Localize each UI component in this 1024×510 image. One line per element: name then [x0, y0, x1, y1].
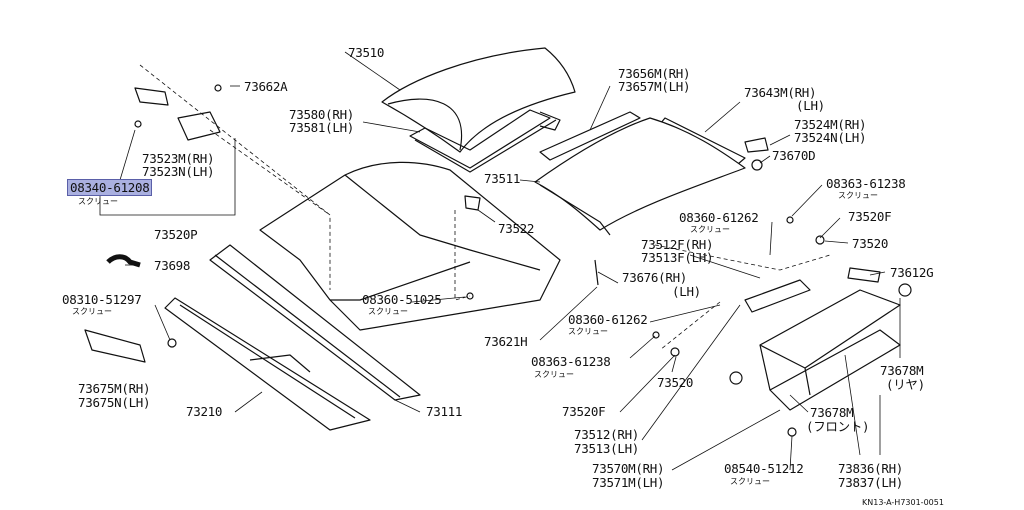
block-73520p: [177, 111, 221, 141]
label-73670d: 73670D: [772, 148, 816, 163]
label-73643m-lh: (LH): [796, 98, 825, 113]
label-73678m-front: 73678M: [810, 405, 854, 420]
roof-frame-73111: [209, 161, 561, 401]
label-08310-sub: スクリュー: [72, 307, 112, 316]
label-73837: 73837(LH): [838, 475, 904, 490]
label-73621h: 73621H: [484, 334, 528, 349]
label-73678m-rear: 73678M: [880, 363, 924, 378]
label-08363-b-sub: スクリュー: [534, 370, 574, 379]
label-73678m-front-sub: (フロント): [806, 419, 870, 434]
label-73520-mid: 73520: [657, 375, 694, 390]
label-08340-sub: スクリュー: [78, 197, 118, 206]
label-73676-rh: 73676(RH): [622, 270, 688, 285]
label-73522: 73522: [498, 221, 535, 236]
highlight-box: 08340-61208: [66, 179, 153, 196]
label-73675n: 73675N(LH): [78, 395, 151, 410]
label-08360-b-sub: スクリュー: [690, 225, 730, 234]
label-08363-a: 08363-61238: [826, 176, 906, 191]
label-08340-highlighted[interactable]: 08340-61208: [66, 179, 153, 196]
label-08540-sub: スクリュー: [730, 477, 770, 486]
label-73571m: 73571M(LH): [592, 475, 665, 490]
label-73512: 73512(RH): [574, 427, 640, 442]
label-73511: 73511: [484, 171, 521, 186]
label-08360-c: 08360-61262: [568, 312, 648, 327]
label-73675m: 73675M(RH): [78, 381, 151, 396]
label-08360-a: 08360-51025: [362, 292, 442, 307]
roof-panel-73510: [381, 47, 576, 153]
label-73513f: 73513F(LH): [641, 250, 714, 265]
label-08360-c-sub: スクリュー: [568, 327, 608, 336]
label-73510: 73510: [348, 45, 385, 60]
label-08363-a-sub: スクリュー: [838, 191, 878, 200]
rail-73656m: [539, 111, 641, 161]
label-73676-lh: (LH): [672, 284, 701, 299]
panel-73210: [164, 297, 371, 431]
diagram-code: KN13-A-H7301-0051: [862, 498, 944, 507]
label-73210: 73210: [186, 404, 223, 419]
label-73523m: 73523M(RH): [142, 151, 215, 166]
label-73612g: 73612G: [890, 265, 934, 280]
label-73836: 73836(RH): [838, 461, 904, 476]
roof-glass-73511: [534, 117, 746, 236]
label-73512f: 73512F(RH): [641, 237, 714, 252]
label-08360-b: 08360-61262: [679, 210, 759, 225]
label-73580: 73580(RH): [289, 107, 355, 122]
label-08363-b: 08363-61238: [531, 354, 611, 369]
tray-73678m: [759, 289, 901, 411]
label-08360-a-sub: スクリュー: [368, 307, 408, 316]
label-73657m: 73657M(LH): [618, 79, 691, 94]
label-73570m: 73570M(RH): [592, 461, 665, 476]
label-73520p: 73520P: [154, 227, 198, 242]
label-73656m: 73656M(RH): [618, 66, 691, 81]
label-73698: 73698: [154, 258, 191, 273]
label-73643m-rh: 73643M(RH): [744, 85, 817, 100]
label-73678m-rear-sub: (リヤ): [886, 377, 925, 392]
label-73520f-top: 73520F: [848, 209, 892, 224]
hose-73698: [106, 254, 141, 268]
label-73520-top: 73520: [852, 236, 889, 251]
roof-seal-73580: [409, 109, 557, 173]
label-73513: 73513(LH): [574, 441, 640, 456]
label-08310: 08310-51297: [62, 292, 142, 307]
label-73524n: 73524N(LH): [794, 130, 867, 145]
label-73524m: 73524M(RH): [794, 117, 867, 132]
bracket-73675m: [84, 329, 146, 363]
label-73581: 73581(LH): [289, 120, 355, 135]
label-73111: 73111: [426, 404, 463, 419]
label-73662a: 73662A: [244, 79, 288, 94]
label-73523n: 73523N(LH): [142, 164, 215, 179]
label-73520f-bot: 73520F: [562, 404, 606, 419]
label-08540: 08540-51212: [724, 461, 804, 476]
bracket-73523m: [134, 87, 169, 106]
